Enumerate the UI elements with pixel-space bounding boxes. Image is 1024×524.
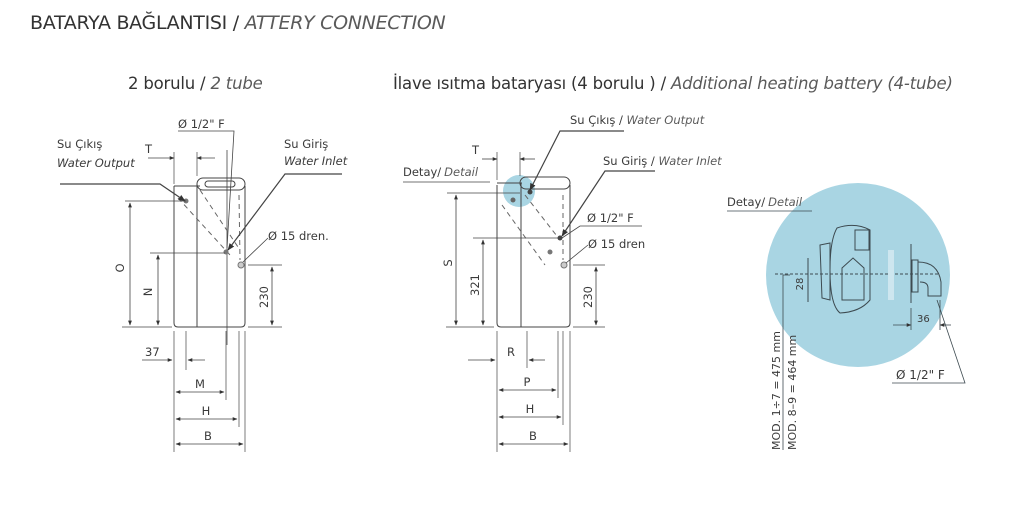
two-tube-pipe-size: Ø 1/2" F: [178, 117, 225, 131]
detail-dim-36: 36: [917, 314, 930, 325]
four-tube-heading-tr: İlave ısıtma bataryası (4 borulu ): [393, 74, 656, 93]
two-tube-heading-sep: /: [195, 74, 211, 93]
four-tube-water-output-en: Water Output: [627, 113, 705, 127]
four-tube-water-inlet-sep: /: [647, 154, 658, 168]
detail-label-tr: Detay/: [727, 195, 765, 209]
two-tube-dim-37: 37: [145, 345, 160, 359]
two-tube-body-outline: [173, 186, 246, 328]
two-tube-heading-tr: 2 borulu: [128, 74, 195, 93]
detail-view: Detay/Detail 28 36 Ø 1/2" F MOD. 1÷7 = 4…: [727, 183, 966, 450]
two-tube-dim-n: N: [141, 288, 155, 297]
two-tube-dim-o: O: [113, 263, 127, 272]
two-tube-water-output-tr: Su Çıkış: [57, 137, 102, 151]
two-tube-drain: Ø 15 dren.: [268, 229, 329, 243]
four-tube-heading: İlave ısıtma bataryası (4 borulu ) / Add…: [393, 74, 953, 93]
detail-label: Detay/Detail: [727, 195, 803, 209]
title-sep: /: [226, 12, 245, 34]
page-title: BATARYA BAĞLANTISI / ATTERY CONNECTION: [30, 12, 446, 34]
four-tube-water-inlet-en: Water Inlet: [658, 154, 722, 168]
two-tube-heading: 2 borulu / 2 tube: [128, 74, 263, 93]
two-tube-heading-en: 2 tube: [210, 74, 263, 93]
four-tube-water-inlet: Su Giriş / Water Inlet: [603, 154, 722, 168]
four-tube-detail-tr: Detay/: [403, 165, 441, 179]
four-tube-dim-230: 230: [581, 286, 595, 308]
four-tube-heading-sep: /: [655, 74, 672, 93]
detail-valve-body: [829, 224, 871, 314]
four-tube-dim-r: R: [507, 345, 515, 359]
four-tube-pipe-size: Ø 1/2" F: [587, 211, 634, 225]
four-tube-dim-h: H: [526, 402, 535, 416]
four-tube-dim-s: S: [441, 259, 455, 266]
two-tube-dim-230: 230: [257, 286, 271, 308]
title-tr: BATARYA BAĞLANTISI: [30, 12, 227, 34]
four-tube-drain: Ø 15 dren: [588, 237, 645, 251]
two-tube-cylinder-top: [196, 177, 246, 191]
four-tube-water-inlet-tr: Su Giriş: [603, 154, 647, 168]
detail-circle: [766, 183, 950, 367]
two-tube-dim-m: M: [195, 377, 205, 391]
two-tube-water-inlet-tr: Su Giriş: [284, 137, 328, 151]
four-tube-dim-p: P: [524, 375, 531, 389]
title-en: ATTERY CONNECTION: [244, 12, 446, 34]
four-tube-water-output: Su Çıkış / Water Output: [570, 113, 705, 127]
four-tube-water-output-tr: Su Çıkış: [570, 113, 615, 127]
detail-label-en: Detail: [768, 195, 803, 209]
four-tube-water-output-sep: /: [615, 113, 626, 127]
four-tube-dim-b: B: [529, 429, 537, 443]
four-tube-unit: [403, 130, 655, 452]
four-tube-body-outline: [496, 185, 571, 328]
four-tube-detail-en: Detail: [444, 165, 479, 179]
two-tube-unit: [60, 130, 342, 452]
two-tube-dim-b: B: [204, 429, 212, 443]
two-tube-dim-t: T: [144, 142, 153, 156]
four-tube-dim-t: T: [471, 143, 480, 157]
detail-dim-28: 28: [795, 278, 806, 291]
detail-mod-line2: MOD. 8–9 = 464 mm: [786, 335, 799, 450]
detail-mod-line1: MOD. 1÷7 = 475 mm: [770, 331, 783, 450]
four-tube-dim-321: 321: [468, 274, 482, 296]
detail-pipe-size: Ø 1/2" F: [896, 368, 945, 382]
four-tube-detail-label: Detay/Detail: [403, 165, 479, 179]
four-tube-cylinder-top: [519, 176, 571, 190]
two-tube-water-output-en: Water Output: [57, 156, 135, 170]
two-tube-water-inlet-en: Water Inlet: [284, 154, 348, 168]
two-tube-dim-h: H: [202, 404, 211, 418]
four-tube-heading-en: Additional heating battery (4-tube): [671, 74, 953, 93]
